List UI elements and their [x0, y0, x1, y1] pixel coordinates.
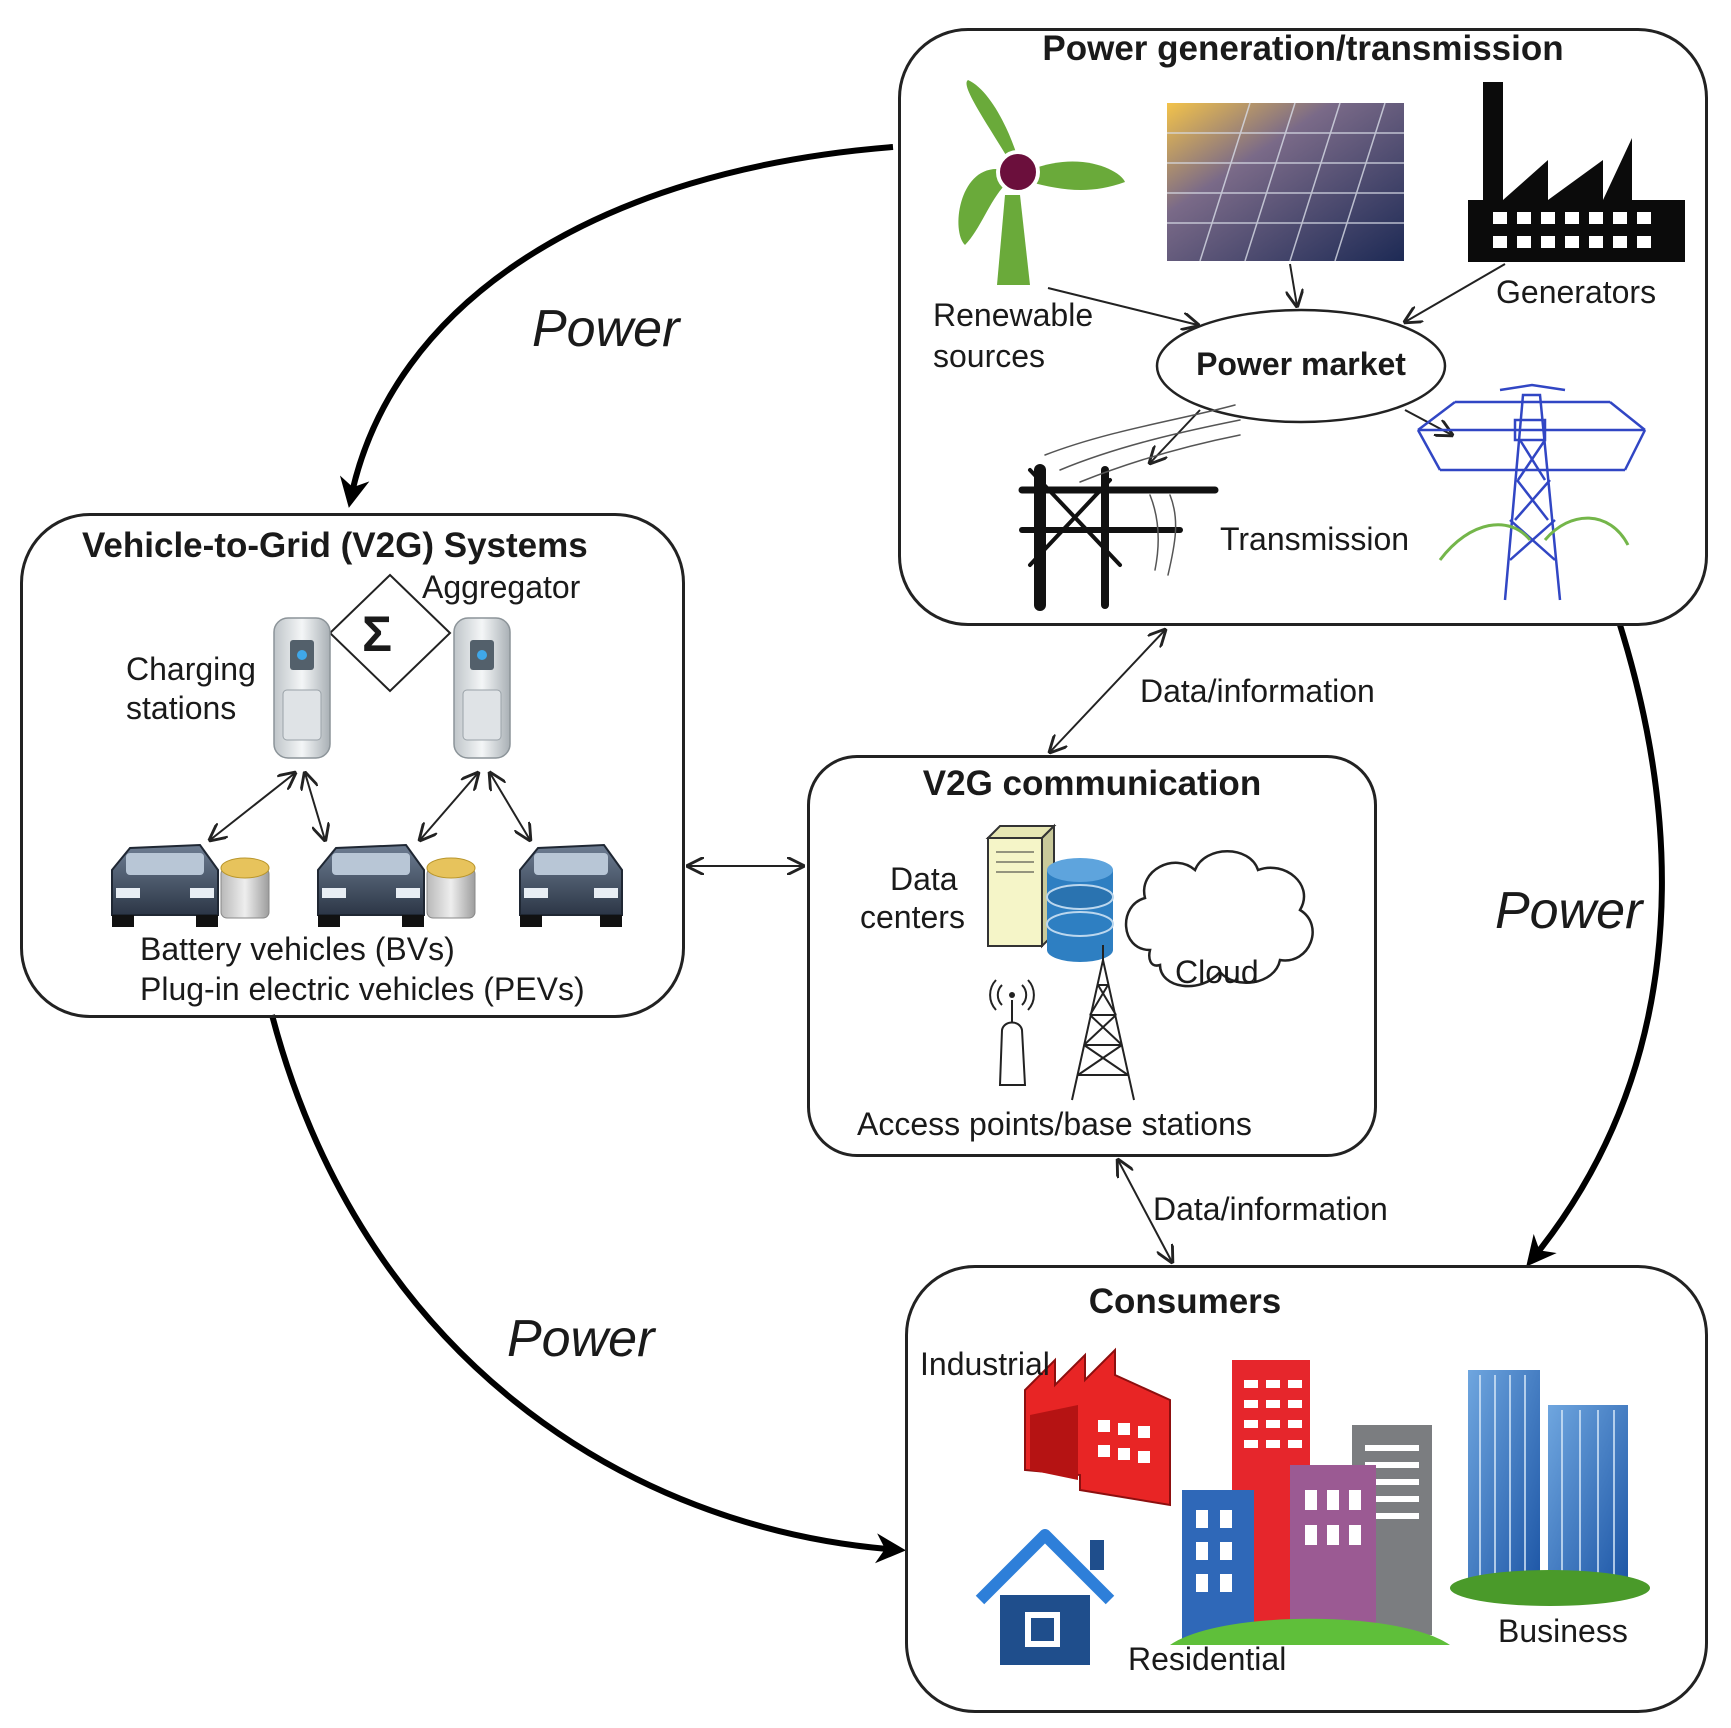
battery-vehicles-label: Battery vehicles (BVs)	[140, 931, 455, 967]
charging-stations-label-1: Charging	[126, 651, 256, 687]
power-arrow-gen-to-v2g	[339, 144, 894, 508]
power-flow-label-right: Power	[1495, 882, 1643, 940]
cloud-label: Cloud	[1175, 954, 1259, 990]
v2g-systems-title: Vehicle-to-Grid (V2G) Systems	[82, 526, 588, 565]
arrow-charger1-car1	[210, 773, 295, 840]
v2g-systems-box	[20, 513, 685, 1018]
generators-label: Generators	[1496, 274, 1657, 310]
data-arrow-gen-comm	[1050, 630, 1165, 752]
arrow-generators-to-market	[1405, 263, 1506, 322]
server-icon	[985, 823, 1057, 949]
access-point-icon	[989, 979, 1035, 1086]
industrial-factory-icon	[1024, 1347, 1171, 1507]
transmission-tower-icon	[1416, 383, 1647, 601]
data-info-label-top: Data/information	[1140, 673, 1375, 709]
power-market-label: Power market	[1196, 346, 1406, 382]
wind-turbine-icon	[958, 80, 1125, 285]
residential-buildings-icon	[1170, 1360, 1450, 1645]
power-generation-box	[898, 28, 1708, 626]
arrow-solar-to-market	[1290, 263, 1297, 306]
business-towers-icon	[1450, 1370, 1650, 1606]
aggregator-diamond-icon	[328, 573, 452, 693]
data-centers-label-1: Data	[890, 861, 958, 897]
charging-station-right-icon	[453, 617, 511, 759]
distribution-pole-icon	[1018, 404, 1241, 611]
power-market-ellipse	[1155, 308, 1447, 424]
data-arrow-comm-consumers	[1118, 1160, 1172, 1262]
v2g-communication-title: V2G communication	[922, 764, 1262, 803]
business-label: Business	[1498, 1613, 1628, 1649]
car-3-icon	[519, 843, 623, 927]
base-station-tower-icon	[1071, 945, 1135, 1101]
power-arrow-v2g-to-consumers	[269, 1014, 906, 1564]
data-info-label-bottom: Data/information	[1153, 1191, 1388, 1227]
tower-hills	[1438, 516, 1630, 561]
aggregator-label: Aggregator	[422, 569, 581, 605]
power-flow-label-top: Power	[532, 300, 680, 358]
residential-label: Residential	[1128, 1641, 1287, 1677]
consumers-title: Consumers	[1088, 1282, 1282, 1321]
consumers-box	[905, 1265, 1708, 1713]
car-2-icon	[317, 843, 425, 927]
arrow-market-to-distribution	[1150, 409, 1201, 463]
charging-station-left-icon	[273, 617, 331, 759]
power-flow-label-bottom: Power	[507, 1310, 655, 1368]
battery-2-icon	[426, 857, 476, 919]
house-icon	[975, 1529, 1115, 1665]
database-icon	[1046, 858, 1114, 962]
renewable-sources-label-2: sources	[933, 338, 1046, 374]
arrow-charger2-car2	[420, 773, 478, 840]
arrow-charger1-car2	[305, 773, 325, 840]
v2g-communication-box	[807, 755, 1377, 1157]
arrow-charger2-car3	[490, 773, 530, 840]
transmission-label: Transmission	[1220, 521, 1410, 557]
car-1-icon	[111, 843, 219, 927]
renewable-sources-label-1: Renewable	[933, 297, 1094, 333]
solar-panel-icon	[1167, 102, 1404, 262]
factory-generator-icon	[1468, 82, 1685, 262]
charging-stations-label-2: stations	[126, 690, 237, 726]
aggregator-sigma-symbol: Σ	[362, 606, 393, 662]
data-centers-label-2: centers	[860, 899, 965, 935]
access-points-label: Access points/base stations	[857, 1106, 1252, 1142]
cloud-shape-icon	[1124, 850, 1314, 988]
industrial-label: Industrial	[920, 1346, 1050, 1382]
power-arrow-gen-to-consumers	[1526, 624, 1665, 1267]
battery-1-icon	[220, 857, 270, 919]
power-generation-title: Power generation/transmission	[1042, 29, 1564, 68]
arrow-renewable-to-market	[1047, 287, 1198, 325]
pevs-label: Plug-in electric vehicles (PEVs)	[140, 971, 585, 1007]
